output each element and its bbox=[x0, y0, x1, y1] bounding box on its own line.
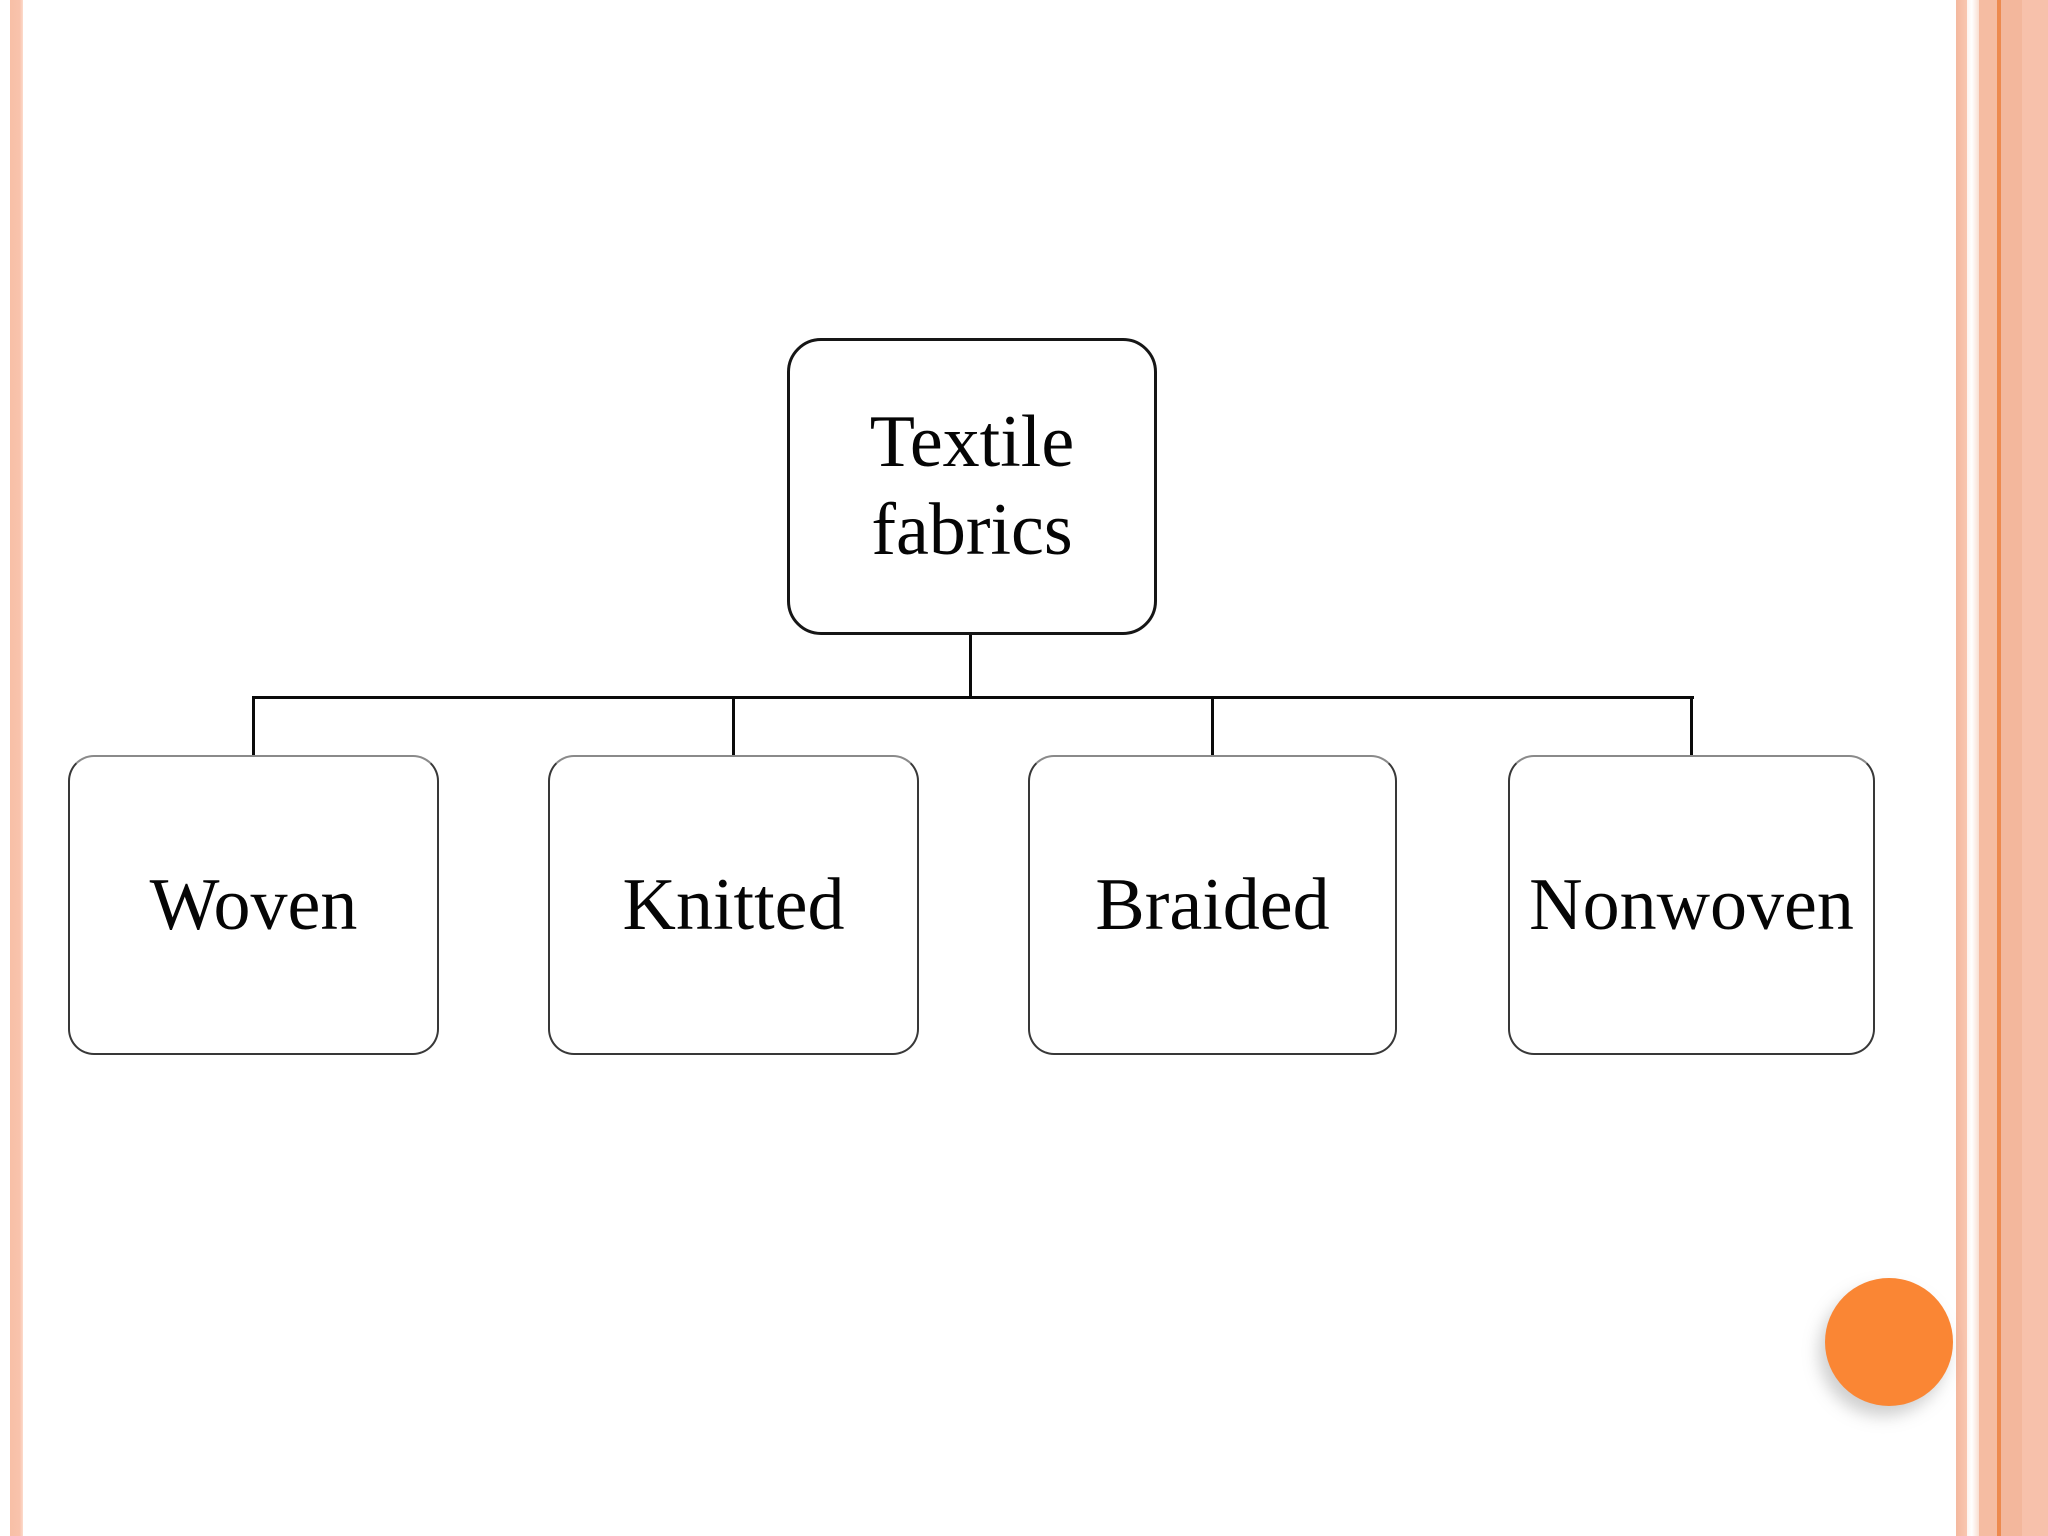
node-nonwoven-label: Nonwoven bbox=[1529, 863, 1854, 946]
decorative-circle bbox=[1825, 1278, 1953, 1406]
node-braided-label: Braided bbox=[1095, 863, 1330, 946]
node-knitted-label: Knitted bbox=[622, 863, 845, 946]
node-braided: Braided bbox=[1028, 755, 1397, 1055]
right-border-accent-line bbox=[1997, 0, 2001, 1536]
connector-drop-nonwoven bbox=[1690, 696, 1693, 757]
connector-drop-braided bbox=[1211, 696, 1214, 757]
node-textile-fabrics: Textile fabrics bbox=[787, 338, 1157, 635]
right-border-stripe-thin bbox=[1956, 0, 1967, 1536]
connector-drop-knitted bbox=[732, 696, 735, 757]
node-nonwoven: Nonwoven bbox=[1508, 755, 1875, 1055]
left-border-stripe bbox=[10, 0, 23, 1536]
right-border-band-middle bbox=[2001, 0, 2022, 1536]
node-woven-label: Woven bbox=[149, 863, 358, 946]
right-border-stripe-gap bbox=[1967, 0, 1979, 1536]
connector-drop-woven bbox=[252, 696, 255, 757]
node-woven: Woven bbox=[68, 755, 439, 1055]
connector-horizontal-rail bbox=[252, 696, 1694, 699]
right-border-band-inner bbox=[1979, 0, 1997, 1536]
right-border-band-outer bbox=[2022, 0, 2048, 1536]
node-textile-fabrics-label: Textile fabrics bbox=[869, 401, 1075, 571]
node-knitted: Knitted bbox=[548, 755, 919, 1055]
connector-root-stem bbox=[969, 635, 972, 698]
